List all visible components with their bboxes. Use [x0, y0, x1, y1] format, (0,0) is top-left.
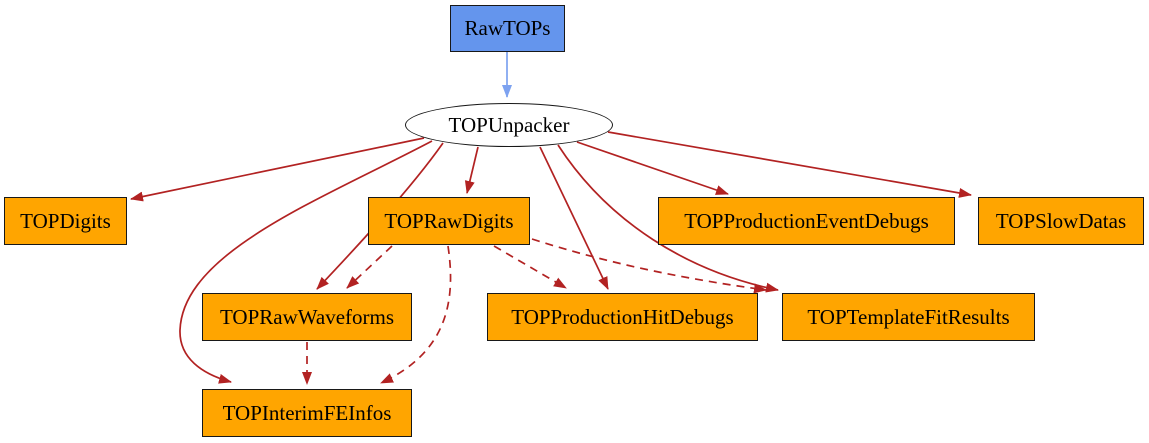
edge-TOPRawDigits-TOPProductionHitDebugs: [493, 245, 567, 289]
node-TOPInterimFEInfos: TOPInterimFEInfos: [202, 389, 412, 437]
edge-TOPUnpacker-TOPProductionEventDebugs: [576, 141, 729, 195]
edge-TOPUnpacker-TOPDigits: [130, 137, 425, 202]
edge-TOPUnpacker-TOPTemplateFitResults: [557, 144, 779, 293]
node-RawTOPs: RawTOPs: [450, 5, 565, 52]
node-TOPDigits: TOPDigits: [4, 197, 127, 245]
node-label-TOPDigits: TOPDigits: [20, 208, 111, 233]
edge-TOPRawDigits-TOPTemplateFitResults: [531, 238, 767, 294]
node-label-TOPUnpacker: TOPUnpacker: [448, 112, 570, 137]
node-TOPProductionHitDebugs: TOPProductionHitDebugs: [487, 293, 758, 341]
edge-TOPRawDigits-TOPRawWaveforms: [346, 245, 393, 289]
node-TOPRawWaveforms: TOPRawWaveforms: [202, 293, 412, 341]
edge-TOPUnpacker-TOPProductionHitDebugs: [539, 146, 609, 290]
node-TOPRawDigits: TOPRawDigits: [368, 197, 530, 245]
node-label-RawTOPs: RawTOPs: [464, 16, 551, 40]
node-label-TOPRawDigits: TOPRawDigits: [384, 208, 514, 233]
edge-TOPUnpacker-TOPInterimFEInfos: [179, 140, 433, 384]
node-TOPUnpacker: TOPUnpacker: [405, 103, 613, 147]
node-label-TOPSlowDatas: TOPSlowDatas: [995, 208, 1127, 233]
edge-TOPUnpacker-TOPRawDigits: [464, 146, 479, 194]
edge-TOPRawDigits-TOPInterimFEInfos: [380, 245, 452, 384]
node-TOPTemplateFitResults: TOPTemplateFitResults: [782, 293, 1035, 341]
node-TOPSlowDatas: TOPSlowDatas: [978, 197, 1144, 245]
node-label-TOPInterimFEInfos: TOPInterimFEInfos: [222, 400, 392, 425]
node-TOPProductionEventDebugs: TOPProductionEventDebugs: [658, 197, 955, 245]
node-label-TOPProductionHitDebugs: TOPProductionHitDebugs: [511, 304, 734, 329]
node-label-TOPProductionEventDebugs: TOPProductionEventDebugs: [684, 208, 929, 233]
node-label-TOPTemplateFitResults: TOPTemplateFitResults: [807, 304, 1010, 329]
edge-TOPUnpacker-TOPSlowDatas: [607, 131, 972, 198]
node-label-TOPRawWaveforms: TOPRawWaveforms: [219, 304, 395, 329]
